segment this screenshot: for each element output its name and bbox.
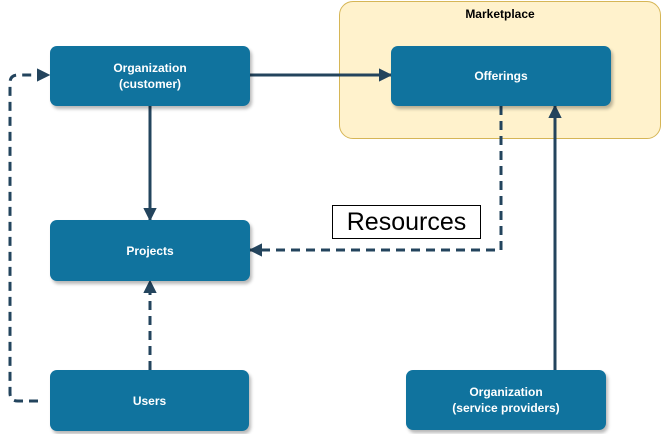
marketplace-title: Marketplace [465, 7, 535, 21]
node-organization-service-providers[interactable]: Organization (service providers) [406, 370, 606, 430]
node-organization-customer[interactable]: Organization (customer) [50, 46, 250, 106]
node-offerings[interactable]: Offerings [391, 46, 611, 106]
node-organization-providers-line2: (service providers) [452, 401, 560, 415]
node-projects[interactable]: Projects [50, 220, 250, 281]
node-organization-customer-line1: Organization [113, 61, 187, 75]
edge-users-to-org-customer[interactable] [8, 68, 51, 403]
node-users-label: Users [132, 393, 167, 408]
node-projects-label: Projects [126, 243, 174, 258]
edge-label-resources: Resources [332, 205, 481, 239]
edge-offerings-to-projects[interactable] [248, 106, 503, 257]
node-organization-customer-line2: (customer) [118, 77, 181, 91]
node-offerings-label: Offerings [474, 69, 528, 83]
node-organization-providers-line1: Organization [469, 385, 543, 399]
node-users[interactable]: Users [50, 370, 249, 431]
